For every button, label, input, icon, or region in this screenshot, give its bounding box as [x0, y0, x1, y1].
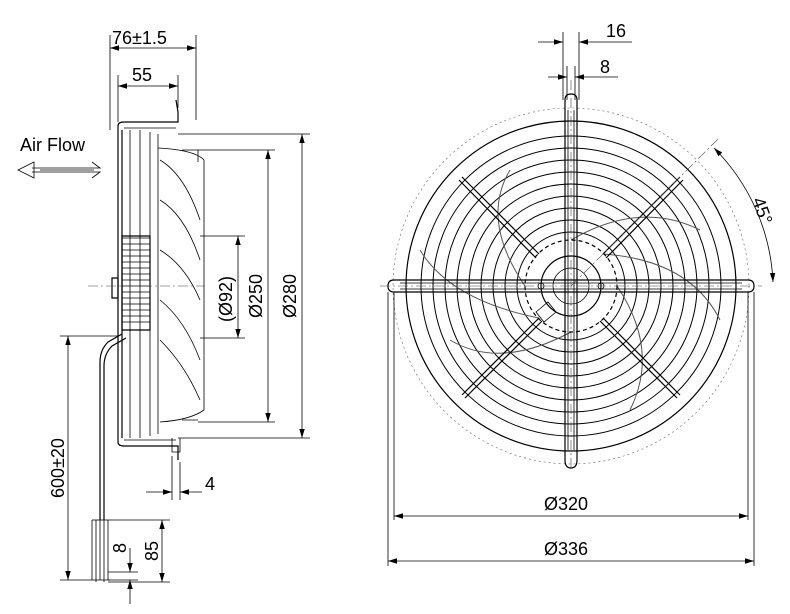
dim-frame: Ø280 [178, 133, 310, 439]
label-wire-end: 85 [142, 541, 162, 561]
label-angle: 45° [748, 195, 776, 227]
side-view: 76±1.5 55 Air Flow (Ø92) Ø250 [17, 28, 310, 604]
label-spoke-inner: 8 [600, 57, 610, 77]
blade-side [157, 147, 205, 423]
power-cable [91, 333, 127, 582]
label-cable-length: 600±20 [48, 438, 68, 498]
dim-blade: Ø250 [198, 149, 275, 423]
front-view: 16 8 45° Ø320 Ø336 [380, 21, 776, 566]
label-bracket: 4 [205, 474, 215, 494]
air-flow-indicator: Air Flow [17, 135, 102, 179]
label-depth-frame: 55 [132, 65, 152, 85]
label-blade: Ø250 [246, 274, 266, 318]
dim-spoke-width: 16 [538, 21, 632, 100]
label-wire-strip: 8 [110, 543, 130, 553]
label-mount: Ø320 [544, 494, 588, 514]
dim-overall: Ø336 [387, 292, 755, 566]
label-overall: Ø336 [544, 539, 588, 559]
label-frame: Ø280 [280, 274, 300, 318]
dim-wire-strip: 8 [108, 543, 138, 604]
dim-cable-length: 600±20 [48, 335, 118, 581]
dim-depth-frame: 55 [117, 65, 179, 122]
radial-45-line [570, 136, 721, 287]
rotor-fins [121, 235, 151, 331]
label-hub: (Ø92) [216, 276, 236, 322]
label-air-flow: Air Flow [20, 135, 86, 155]
side-frame [111, 99, 205, 460]
label-depth-total: 76±1.5 [112, 28, 167, 48]
blades-front [419, 169, 721, 411]
dim-depth-total: 76±1.5 [109, 28, 197, 130]
dim-angle: 45° [713, 147, 776, 283]
dim-bracket: 4 [146, 456, 215, 500]
dim-spoke-inner: 8 [548, 57, 618, 100]
label-spoke-width: 16 [606, 21, 626, 41]
dim-hub: (Ø92) [200, 235, 245, 339]
dim-mount: Ø320 [393, 292, 749, 520]
dim-wire-end: 85 [108, 519, 170, 583]
